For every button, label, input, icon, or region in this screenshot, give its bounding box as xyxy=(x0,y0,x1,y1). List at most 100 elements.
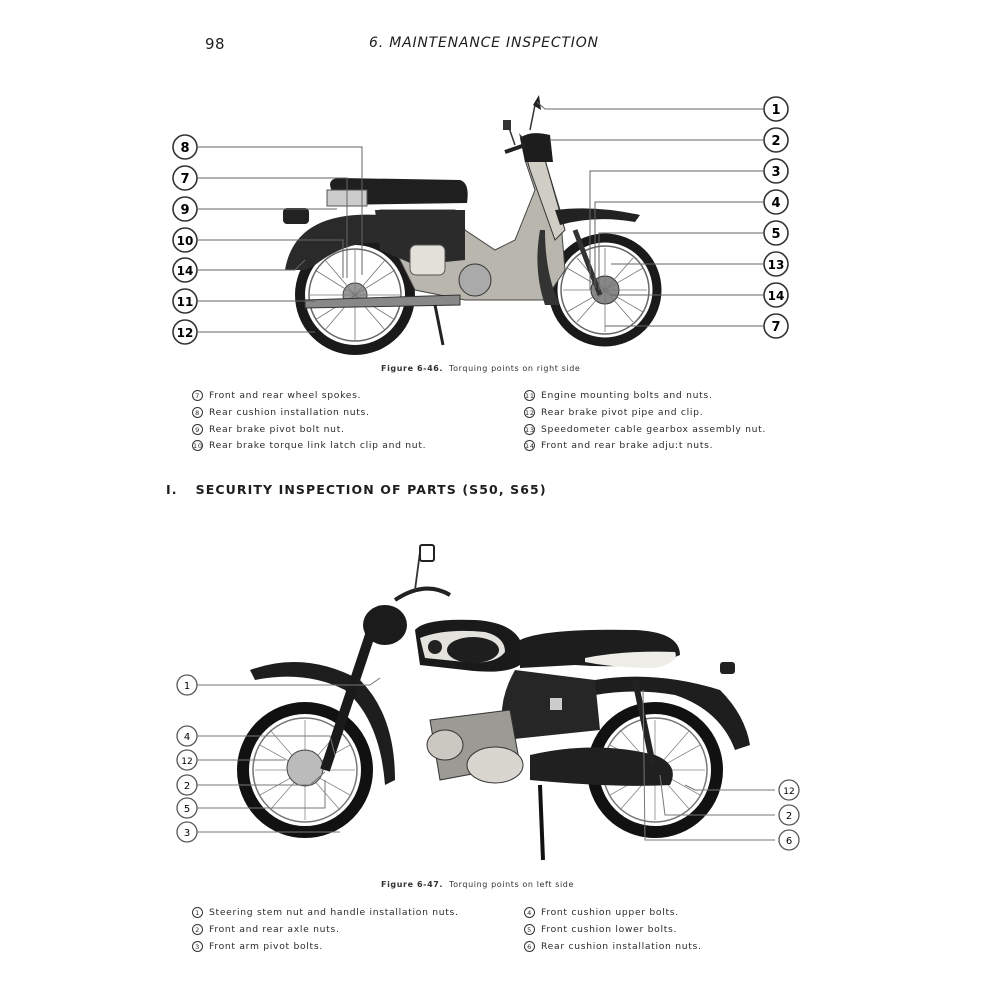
legend-item: 6 Rear cushion installation nuts. xyxy=(524,939,702,956)
motorcycle-left-side-illustration: 1 4 12 2 5 3 12 2 6 xyxy=(176,544,800,861)
callout-2: 2 xyxy=(763,127,789,153)
page-number: 98 xyxy=(205,35,226,53)
legend-number: 12 xyxy=(524,406,535,418)
legend-text: Engine mounting bolts and nuts. xyxy=(541,390,713,401)
svg-text:14: 14 xyxy=(177,264,194,278)
section-heading: I. SECURITY INSPECTION OF PARTS (S50, S65… xyxy=(166,482,547,497)
legend-text: Rear brake torque link latch clip and nu… xyxy=(209,440,427,452)
figure-6-46-legend-left: 7 Front and rear wheel spokes. 8 Rear cush… xyxy=(192,388,426,455)
callout-4: 4 xyxy=(176,725,198,747)
legend-text: Front arm pivot bolts. xyxy=(209,940,323,952)
running-title: 6. MAINTENANCE INSPECTION xyxy=(369,35,599,51)
legend-number: 6 xyxy=(524,940,535,952)
scooter-right-side-illustration: 8 7 9 10 14 11 12 1 2 3 4 5 13 14 7 xyxy=(172,95,789,355)
svg-text:8: 8 xyxy=(180,141,189,156)
svg-text:1: 1 xyxy=(184,681,190,692)
callout-12: 12 xyxy=(176,749,198,771)
svg-text:1: 1 xyxy=(771,103,780,118)
callout-8: 8 xyxy=(172,134,198,160)
svg-text:7: 7 xyxy=(180,172,189,187)
legend-text: Rear brake pivot pipe and clip. xyxy=(541,406,704,418)
section-number: I. xyxy=(166,482,178,497)
svg-text:2: 2 xyxy=(786,811,792,822)
callout-13: 13 xyxy=(763,251,789,277)
figure-6-47: 1 4 12 2 5 3 12 2 6 xyxy=(175,540,810,870)
legend-number: 9 xyxy=(192,423,203,435)
legend-item: 7 Front and rear wheel spokes. xyxy=(192,388,426,405)
callout-14: 14 xyxy=(172,257,198,283)
legend-text: Front cushion lower bolts. xyxy=(541,923,678,935)
callout-6: 6 xyxy=(778,829,800,851)
figure-label: Figure 6-47. xyxy=(381,880,444,889)
callout-2: 2 xyxy=(778,804,800,826)
callout-14: 14 xyxy=(763,282,789,308)
svg-text:9: 9 xyxy=(180,203,189,218)
svg-text:2: 2 xyxy=(771,134,780,149)
section-title: SECURITY INSPECTION OF PARTS (S50, S65) xyxy=(195,482,547,497)
legend-item: 13 Speedometer cable gearbox assembly nut… xyxy=(524,422,766,439)
legend-number: 4 xyxy=(524,907,535,918)
svg-text:4: 4 xyxy=(771,196,780,211)
svg-text:2: 2 xyxy=(184,781,190,792)
legend-item: 8 Rear cushion installation nuts. xyxy=(192,405,426,422)
legend-number: 11 xyxy=(524,390,535,401)
figure-6-47-legend-left: 1 Steering stem nut and handle installati… xyxy=(192,905,459,955)
legend-number: 3 xyxy=(192,940,203,952)
legend-text: Front and rear axle nuts. xyxy=(209,923,340,935)
svg-text:12: 12 xyxy=(181,757,192,767)
legend-number: 2 xyxy=(192,923,203,935)
legend-number: 1 xyxy=(192,907,203,918)
callout-5: 5 xyxy=(763,220,789,246)
figure-6-46-caption: Figure 6-46. Torquing points on right sid… xyxy=(381,364,580,373)
svg-text:10: 10 xyxy=(177,234,194,248)
svg-text:12: 12 xyxy=(783,787,794,797)
legend-text: Rear cushion installation nuts. xyxy=(209,406,370,418)
left-callouts: 8 7 9 10 14 11 12 xyxy=(172,134,198,345)
figure-caption-text: Torquing points on right side xyxy=(449,364,581,373)
callout-11: 11 xyxy=(172,288,198,314)
svg-text:3: 3 xyxy=(771,165,780,180)
legend-text: Steering stem nut and handle installatio… xyxy=(209,907,459,918)
callout-3: 3 xyxy=(763,158,789,184)
legend-number: 8 xyxy=(192,406,203,418)
legend-text: Front cushion upper bolts. xyxy=(541,907,679,918)
svg-text:4: 4 xyxy=(184,732,190,743)
legend-number: 13 xyxy=(524,423,535,435)
callout-1: 1 xyxy=(176,674,198,696)
legend-number: 7 xyxy=(192,390,203,401)
legend-text: Rear cushion installation nuts. xyxy=(541,940,702,952)
legend-item: 11 Engine mounting bolts and nuts. xyxy=(524,388,766,405)
legend-text: Speedometer cable gearbox assembly nut. xyxy=(541,423,767,435)
svg-text:11: 11 xyxy=(177,295,194,309)
callout-7: 7 xyxy=(763,313,789,339)
callout-10: 10 xyxy=(172,227,198,253)
legend-item: 9 Rear brake pivot bolt nut. xyxy=(192,422,426,439)
svg-text:5: 5 xyxy=(771,227,780,242)
legend-text: Rear brake pivot bolt nut. xyxy=(209,423,345,435)
figure-6-46-legend-right: 11 Engine mounting bolts and nuts. 12 Rear… xyxy=(524,388,766,455)
callout-12: 12 xyxy=(778,779,800,801)
figure-caption-text: Torquing points on left side xyxy=(449,880,574,889)
svg-text:14: 14 xyxy=(768,289,785,303)
svg-text:12: 12 xyxy=(177,326,194,340)
legend-text: Front and rear brake adju:t nuts. xyxy=(541,440,714,452)
legend-item: 4 Front cushion upper bolts. xyxy=(524,905,702,922)
legend-text: Front and rear wheel spokes. xyxy=(209,390,362,401)
left-callouts: 1 4 12 2 5 3 xyxy=(176,674,198,843)
figure-6-46: 8 7 9 10 14 11 12 1 2 3 4 5 13 14 7 xyxy=(165,90,805,360)
svg-text:3: 3 xyxy=(184,828,190,839)
callout-12: 12 xyxy=(172,319,198,345)
svg-text:6: 6 xyxy=(786,836,792,847)
legend-item: 10 Rear brake torque link latch clip and … xyxy=(192,438,426,455)
callout-2: 2 xyxy=(176,774,198,796)
callout-9: 9 xyxy=(172,196,198,222)
figure-label: Figure 6-46. xyxy=(381,364,444,373)
legend-number: 10 xyxy=(192,440,203,452)
legend-item: 3 Front arm pivot bolts. xyxy=(192,939,459,956)
legend-item: 12 Rear brake pivot pipe and clip. xyxy=(524,405,766,422)
legend-item: 1 Steering stem nut and handle installati… xyxy=(192,905,459,922)
right-callouts: 12 2 6 xyxy=(778,779,800,851)
